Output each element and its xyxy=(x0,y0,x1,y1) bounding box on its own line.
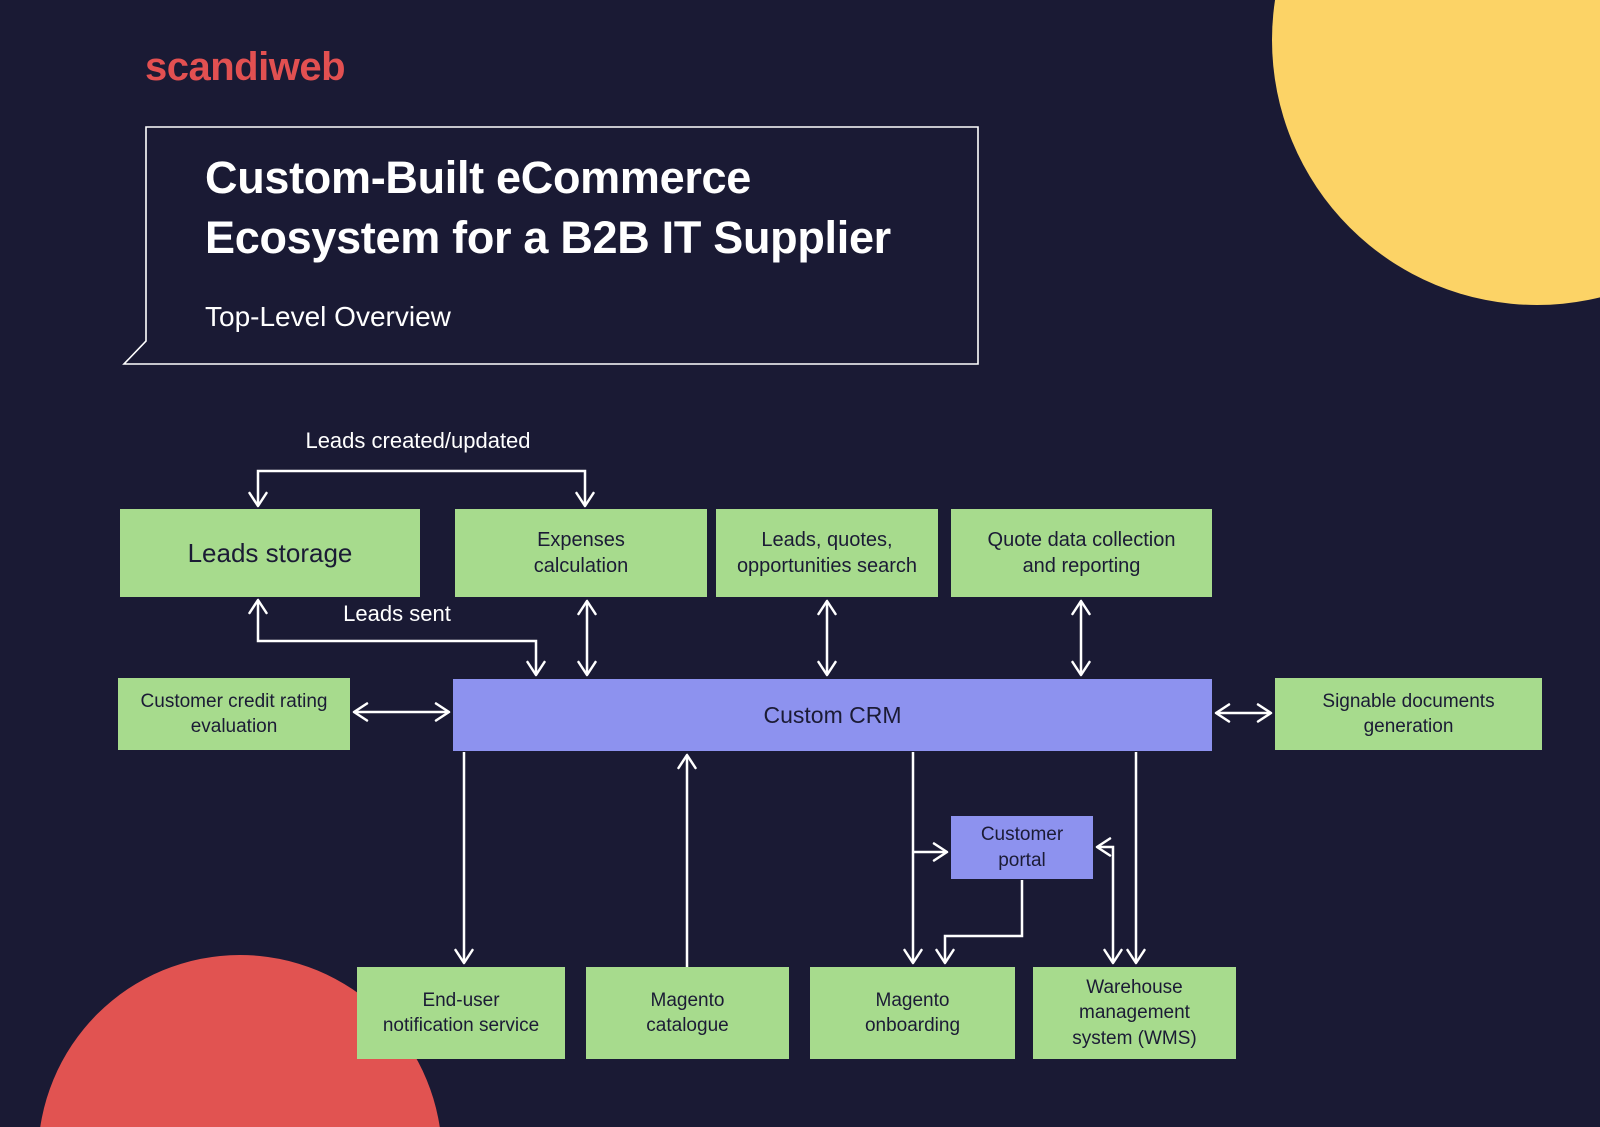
page-subtitle: Top-Level Overview xyxy=(205,301,451,332)
connector-bracket-leads-created xyxy=(256,469,587,506)
node-leads-storage: Leads storage xyxy=(120,509,420,597)
node-customer-portal: Customer portal xyxy=(951,816,1093,879)
edge-label-leads-sent: Leads sent xyxy=(343,601,451,626)
title-card-outline xyxy=(122,126,979,365)
node-signable-documents-generation: Signable documents generation xyxy=(1275,678,1542,750)
node-custom-crm: Custom CRM xyxy=(453,679,1212,751)
connector-portal-wms-elbow xyxy=(1097,845,1115,963)
edge-label-leads-created-updated: Leads created/updated xyxy=(305,428,531,453)
scandiweb-logo: scandiweb xyxy=(145,45,346,89)
page-title-line1: Custom-Built eCommerce xyxy=(205,152,751,203)
node-magento-onboarding: Magento onboarding xyxy=(810,967,1015,1059)
node-magento-catalogue: Magento catalogue xyxy=(586,967,789,1059)
node-quote-data-collection-reporting: Quote data collection and reporting xyxy=(951,509,1212,597)
connector-portal-onboarding-elbow xyxy=(943,880,1024,963)
node-end-user-notification-service: End-user notification service xyxy=(357,967,565,1059)
yellow-corner-circle xyxy=(1272,0,1600,305)
node-leads-quotes-opportunities-search: Leads, quotes, opportunities search xyxy=(716,509,938,597)
node-customer-credit-rating-evaluation: Customer credit rating evaluation xyxy=(118,678,350,750)
title-card: Custom-Built eCommerce Ecosystem for a B… xyxy=(205,148,891,334)
node-warehouse-management-system: Warehouse management system (WMS) xyxy=(1033,967,1236,1059)
node-expenses-calculation: Expenses calculation xyxy=(455,509,707,597)
page-title-line2: Ecosystem for a B2B IT Supplier xyxy=(205,212,891,263)
